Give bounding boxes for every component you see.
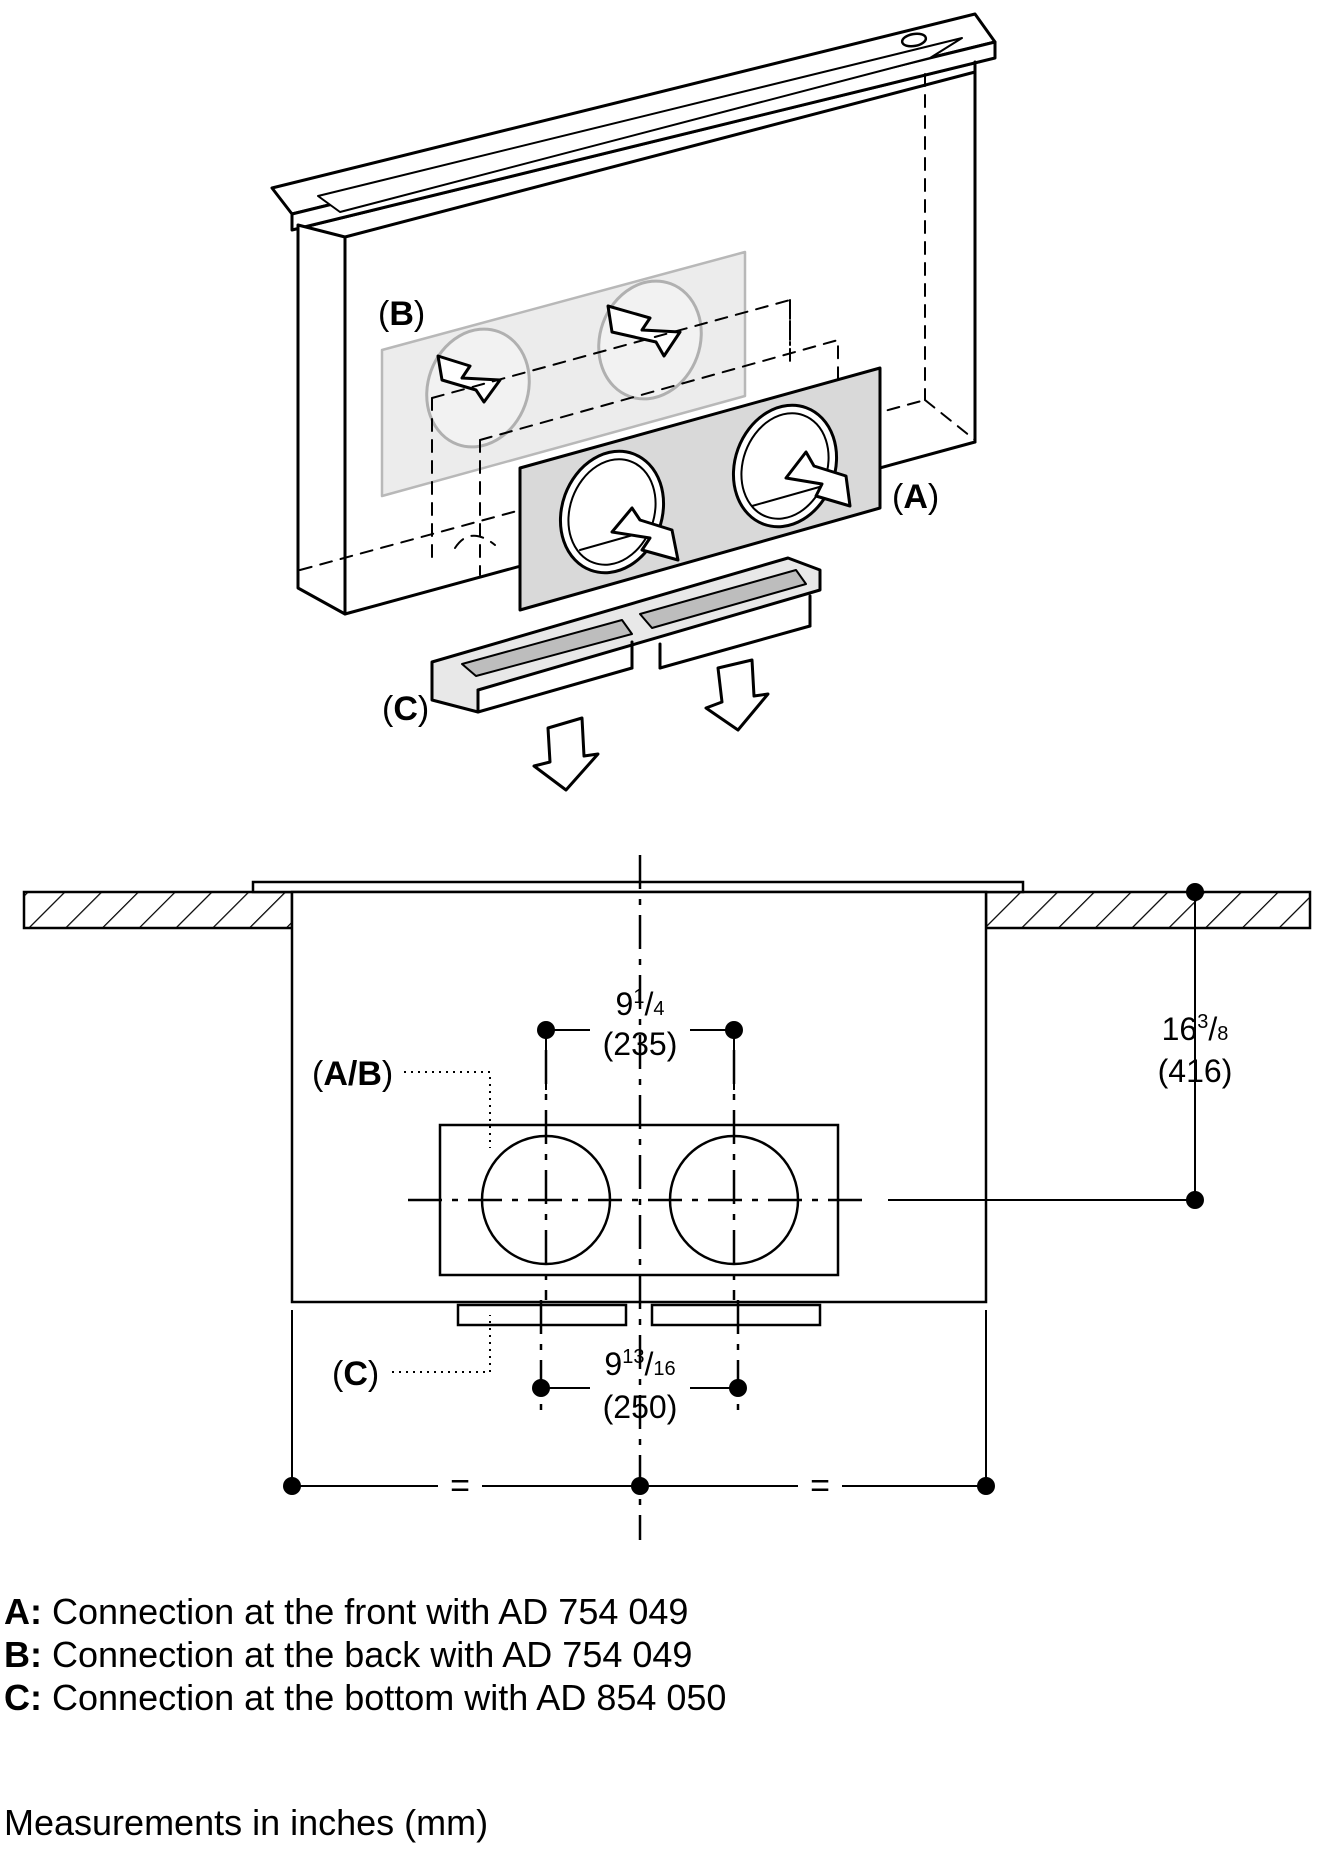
front-connection-panel — [518, 366, 882, 612]
label-ab: (A/B) — [312, 1055, 393, 1093]
spacing-bottom-mm: (250) — [603, 1389, 678, 1425]
legend-key: B: — [4, 1634, 42, 1675]
spacing-bottom-fraction: 913/16 — [604, 1346, 675, 1382]
top-trim — [270, 12, 997, 232]
bottom-arrow-left-icon — [532, 716, 600, 792]
legend-text: Connection at the back with AD 754 049 — [52, 1634, 693, 1675]
dimension-lines — [291, 892, 1196, 1487]
equal-left: = — [450, 1467, 470, 1505]
rear-connection-panel — [380, 250, 747, 498]
legend-row-a: A: Connection at the front with AD 754 0… — [4, 1590, 726, 1633]
legend-row-b: B: Connection at the back with AD 754 04… — [4, 1633, 726, 1676]
legend-row-c: C: Connection at the bottom with AD 854 … — [4, 1676, 726, 1719]
bottom-piece-right — [650, 1303, 822, 1327]
rear-arrow-left-icon — [436, 354, 502, 404]
elevation-view: 91/4 (235) 163/8 (416) 913/16 (250) = = … — [22, 855, 1312, 1540]
dimension-dots — [283, 883, 1204, 1495]
isometric-view: (B) (A) (C) — [270, 12, 997, 792]
legend: A: Connection at the front with AD 754 0… — [4, 1590, 726, 1719]
front-arrow-right-icon — [784, 450, 852, 508]
bottom-arrow-right-icon — [704, 658, 770, 732]
label-b: (B) — [378, 295, 425, 333]
dimension-labels: 91/4 (235) 163/8 (416) 913/16 (250) = = … — [312, 986, 1232, 1505]
label-c-elevation: (C) — [332, 1355, 379, 1393]
spacing-top-fraction: 91/4 — [616, 986, 665, 1022]
bottom-connection — [430, 556, 822, 792]
spacing-top-mm: (235) — [603, 1026, 678, 1062]
measurement-note: Measurements in inches (mm) — [4, 1802, 489, 1843]
legend-key: C: — [4, 1677, 42, 1718]
countertop — [22, 880, 1312, 930]
label-c: (C) — [382, 690, 429, 728]
height-mm: (416) — [1158, 1053, 1233, 1089]
legend-key: A: — [4, 1591, 42, 1632]
height-fraction: 163/8 — [1162, 1011, 1229, 1047]
legend-text: Connection at the front with AD 754 049 — [52, 1591, 689, 1632]
front-arrow-left-icon — [610, 506, 680, 562]
legend-text: Connection at the bottom with AD 854 050 — [52, 1677, 727, 1718]
equal-right: = — [810, 1467, 830, 1505]
center-lines — [408, 855, 870, 1540]
label-a: (A) — [892, 478, 939, 516]
rear-arrow-right-icon — [606, 304, 682, 358]
